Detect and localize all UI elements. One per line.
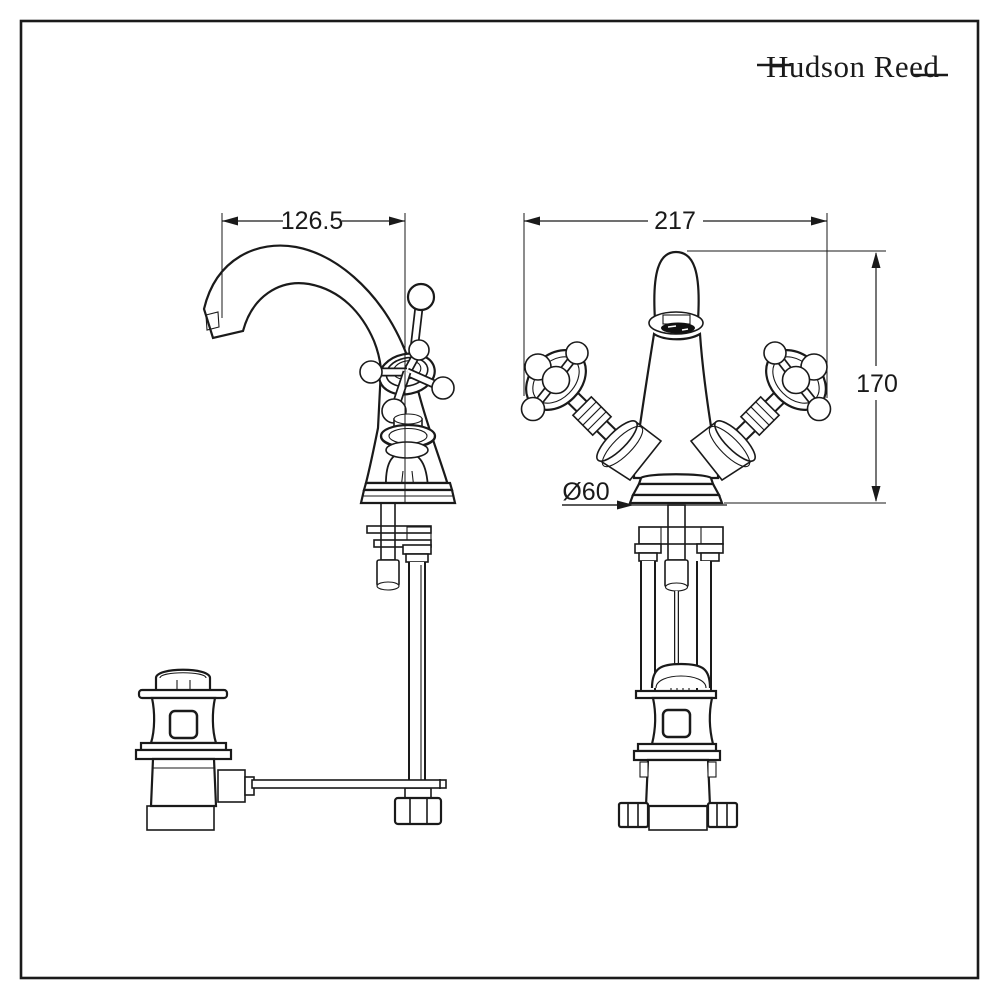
dimension-height: 170 — [687, 250, 898, 504]
hex-nut — [706, 801, 739, 829]
handle-center-ball — [781, 365, 811, 395]
waste-slot — [661, 708, 692, 739]
spoke-ball — [408, 339, 430, 361]
dimension-overall-width: 217 — [523, 207, 828, 398]
side-bonnet — [379, 413, 437, 459]
spoke-ball — [359, 360, 383, 384]
front-under-counter — [617, 504, 739, 831]
waste-waist — [149, 696, 218, 745]
dim-base-diameter-label: Ø60 — [562, 478, 609, 506]
leader-arrowhead — [617, 500, 634, 510]
pop-up-waste-side — [134, 668, 447, 831]
hex-nut — [617, 801, 650, 829]
dim-arrowhead-down — [871, 486, 881, 502]
pop-up-rod — [251, 779, 447, 789]
front-left-handle — [520, 341, 644, 468]
waste-thread — [648, 805, 708, 831]
tailpiece-hex-nut — [393, 796, 443, 826]
dim-arrowhead-right — [389, 216, 405, 226]
spoke-ball — [520, 396, 546, 422]
dim-arrowhead-right — [811, 216, 827, 226]
side-cross-handle — [359, 339, 455, 424]
front-base — [628, 473, 724, 505]
spoke-ball — [431, 376, 455, 400]
spoke-ball — [565, 341, 589, 365]
dimension-base-diameter: Ø60 — [562, 478, 634, 510]
brand-logo: Hudson Reed — [757, 49, 948, 84]
tap-front-view — [520, 250, 832, 831]
side-under-counter — [366, 502, 443, 826]
dim-arrowhead-up — [871, 252, 881, 268]
dim-overall-width-label: 217 — [654, 207, 696, 235]
dim-arrowhead-left — [222, 216, 238, 226]
waste-thread — [146, 805, 215, 831]
dim-spout-reach-label: 126.5 — [281, 207, 344, 235]
dim-arrowhead-left — [524, 216, 540, 226]
lever-ball — [406, 282, 436, 312]
page-border-frame — [19, 19, 980, 980]
spoke-ball — [806, 396, 832, 422]
front-spout-dome — [653, 250, 700, 322]
dim-height-label: 170 — [856, 370, 898, 398]
handle-center-ball — [541, 365, 571, 395]
front-right-handle — [708, 341, 832, 468]
waste-flange — [137, 688, 229, 700]
dimension-spout-reach: 126.5 — [221, 207, 406, 503]
spoke-ball — [763, 341, 787, 365]
adjuster-knurled-nut — [217, 769, 246, 803]
mounting-plate — [638, 526, 724, 545]
spout-outlet-opening — [661, 322, 695, 334]
waste-cap — [154, 668, 212, 690]
logo-text: Hudson Reed — [766, 49, 939, 84]
spout-tip-aerator — [205, 311, 220, 331]
side-base — [359, 481, 457, 505]
tap-side-view — [134, 244, 457, 831]
waste-body — [644, 758, 712, 808]
waste-body — [149, 757, 218, 808]
waste-slot — [168, 709, 199, 740]
